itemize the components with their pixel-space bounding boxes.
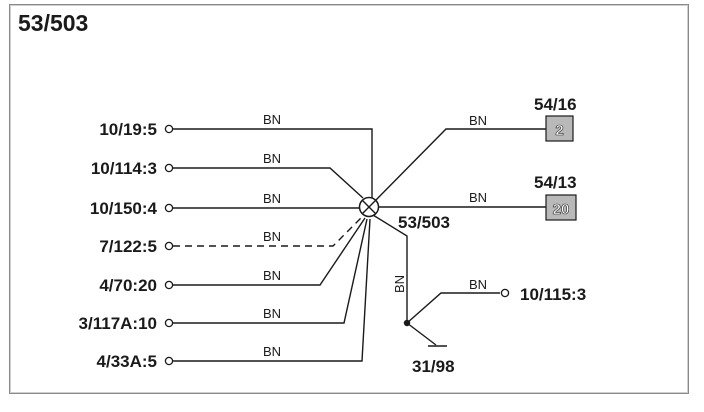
wire-color-label: BN [263,112,281,127]
component-pin-number: 20 [553,201,570,218]
left-wire-1: 10/19:5 BN [99,112,373,199]
terminal-icon [164,356,174,366]
diagram-title: 53/503 [18,10,89,36]
wire-color-label: BN [469,113,487,128]
connector-label: 4/70:20 [99,276,157,295]
left-wire-6: 3/117A:10 BN [79,218,368,333]
component-pin-box [545,194,577,221]
terminal-icon [164,241,174,251]
terminal-icon [500,288,510,298]
wire-color-label: BN [263,229,281,244]
component-pin-number: 2 [555,122,563,139]
terminal-icon [164,124,174,134]
left-wire-5: 4/70:20 BN [99,217,366,295]
left-wire-7: 4/33A:5 BN [97,218,371,371]
terminal-icon [164,203,174,213]
connector-label: 7/122:5 [99,237,157,256]
component-label: 54/16 [534,95,577,114]
connector-label: 10/150:4 [90,199,158,218]
connector-label: 10/115:3 [520,285,586,304]
left-wire-2: 10/114:3 BN [91,151,364,199]
splice-label: 53/503 [398,213,450,232]
connector-label: 10/114:3 [91,159,157,178]
ground-label: 31/98 [412,357,455,376]
terminal-icon [164,163,174,173]
wire-color-label: BN [263,306,281,321]
wire-color-label: BN [263,151,281,166]
splice-point: 53/503 [358,196,450,232]
wire-color-label: BN [392,275,407,293]
wire-color-label: BN [263,191,281,206]
right-component-2: BN 54/13 20 [378,173,577,221]
wire-color-label: BN [469,190,487,205]
right-component-1: BN 54/16 2 [375,95,577,201]
component-label: 54/13 [534,173,577,192]
wire-color-label: BN [263,344,281,359]
down-branch: BN BN 10/115:3 31/98 [372,214,586,376]
connector-label: 4/33A:5 [97,352,157,371]
terminal-icon [164,318,174,328]
left-wire-4: 7/122:5 BN [99,216,363,256]
component-pin-box [545,115,574,142]
left-wire-3: 10/150:4 BN [90,191,359,218]
terminal-icon [164,280,174,290]
wire-color-label: BN [469,277,487,292]
wire-color-label: BN [263,268,281,283]
connector-label: 3/117A:10 [79,314,157,333]
connector-label: 10/19:5 [99,120,157,139]
